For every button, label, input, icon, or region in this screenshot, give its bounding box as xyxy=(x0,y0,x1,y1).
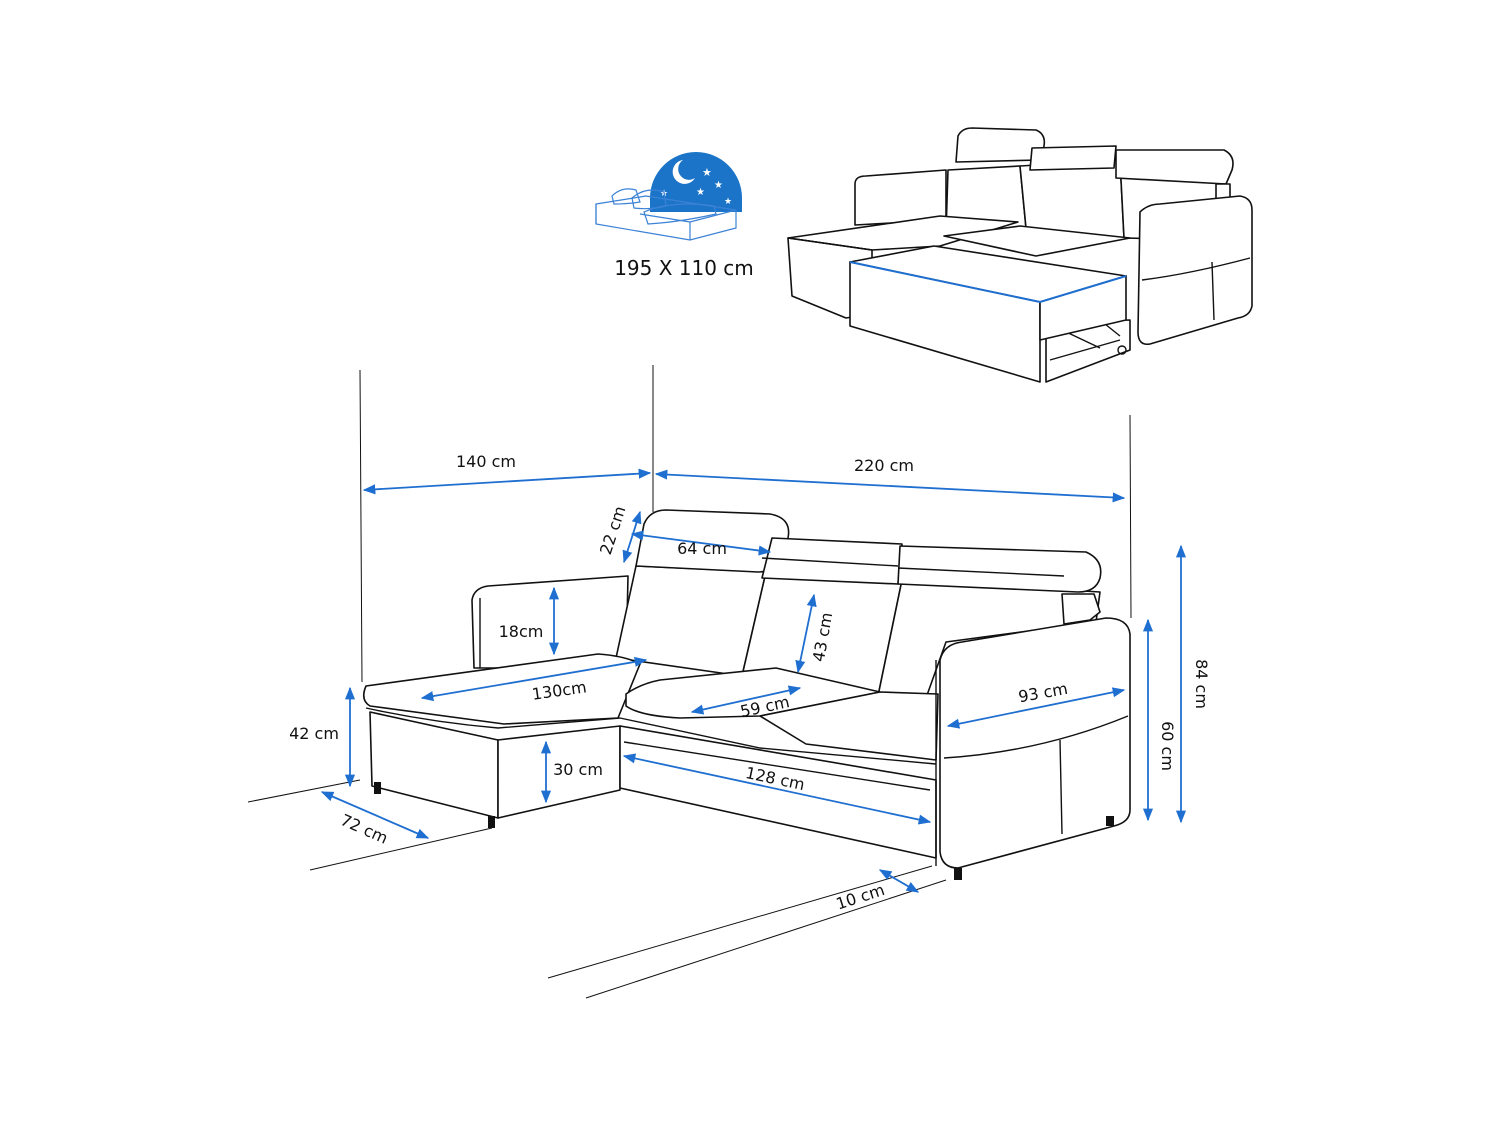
sleeping-area-label: 195 X 110 cm xyxy=(614,256,754,280)
width-sofa-label: 220 cm xyxy=(854,456,914,475)
sofa-bed-illustration xyxy=(787,127,1253,383)
svg-text:★: ★ xyxy=(714,180,723,191)
headrest-height-label: 22 cm xyxy=(596,504,629,557)
corner-sofa-illustration xyxy=(362,509,1131,880)
headrest-width-label: 64 cm xyxy=(677,539,727,558)
dimension-arrows xyxy=(320,468,1187,893)
svg-text:★: ★ xyxy=(724,197,732,207)
base-height-label: 30 cm xyxy=(553,760,603,779)
seat-height-label: 42 cm xyxy=(289,724,339,743)
bed-night-icon: ★ ★ ★ ★ ★ xyxy=(595,152,742,241)
arm-height-label: 60 cm xyxy=(1158,721,1177,771)
armrest-height-label: 18cm xyxy=(499,622,544,641)
svg-text:★: ★ xyxy=(696,187,705,198)
chaise-depth-label: 72 cm xyxy=(338,810,391,848)
extension-lines xyxy=(247,365,1132,999)
svg-text:★: ★ xyxy=(702,166,712,179)
width-chaise-label: 140 cm xyxy=(456,452,516,471)
total-height-label: 84 cm xyxy=(1192,659,1211,709)
